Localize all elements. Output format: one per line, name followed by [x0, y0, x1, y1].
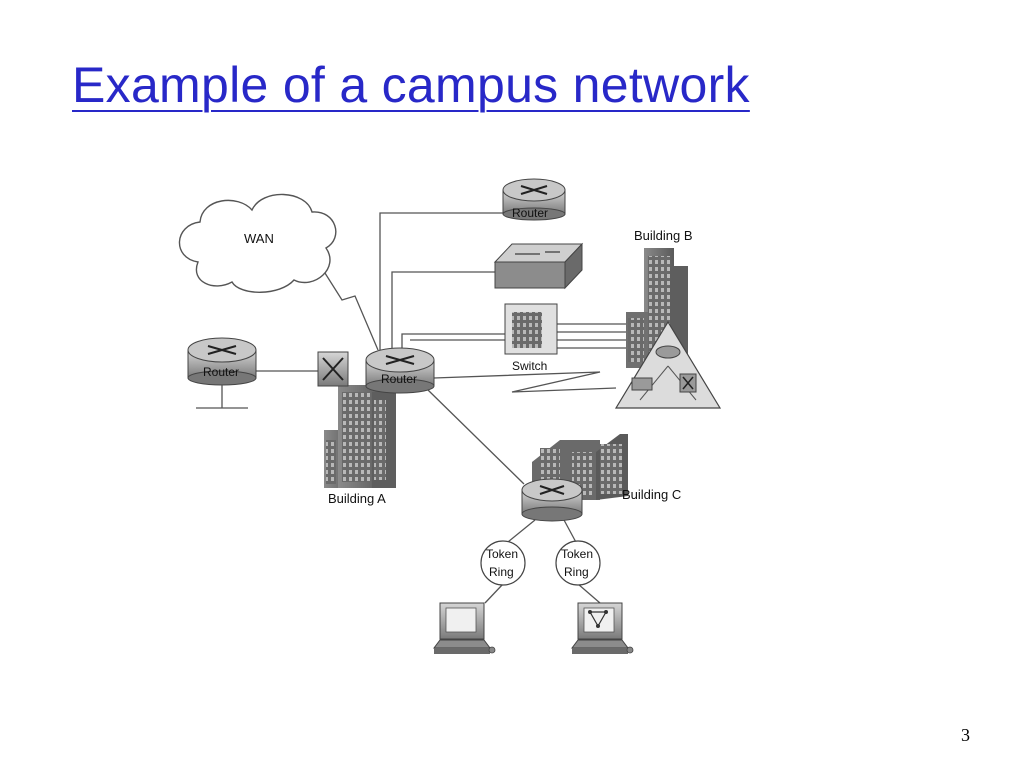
workstation-right: [571, 602, 634, 654]
building-c-label: Building C: [622, 487, 681, 502]
building-c: Building C: [521, 434, 681, 522]
token-ring-right-label-1: Token: [561, 547, 593, 561]
router-center: Router: [365, 347, 435, 394]
slide-title: Example of a campus network: [72, 57, 750, 113]
wan-cloud-shape: [178, 193, 337, 293]
switch-x-glyph: [322, 357, 344, 381]
router-left-label: Router: [203, 365, 239, 379]
building-a-windows-side: [374, 400, 386, 480]
switch-label: Switch: [512, 359, 547, 373]
token-ring-right: Token Ring: [555, 540, 601, 586]
router-top-label: Router: [512, 206, 548, 220]
switch-ports: [512, 312, 542, 348]
token-ring-right-label-2: Ring: [564, 565, 589, 579]
building-a-windows-low: [326, 440, 336, 484]
token-ring-left: Token Ring: [480, 540, 526, 586]
wan-label: WAN: [244, 231, 274, 246]
switch-device: Switch: [504, 303, 558, 373]
workgroup-switch: [493, 242, 584, 290]
link-router-center-to-router-c: [427, 389, 525, 485]
building-b: Building B: [614, 228, 722, 409]
router-left: Router: [187, 337, 257, 409]
token-ring-left-label-2: Ring: [489, 565, 514, 579]
link-router-center-to-switch-top: [391, 271, 495, 356]
workstation-left: [433, 602, 496, 654]
router-center-label: Router: [381, 372, 417, 386]
building-a-windows: [342, 392, 370, 482]
router-top: Router: [502, 178, 566, 221]
building-a: Building A: [317, 351, 396, 506]
building-b-label: Building B: [634, 228, 693, 243]
page-number: 3: [961, 725, 970, 745]
link-router-center-to-router-top: [379, 212, 505, 358]
building-a-label: Building A: [328, 491, 386, 506]
link-router-center-to-building-b: [433, 371, 617, 393]
wan-cloud: WAN: [178, 193, 337, 293]
link-token-ring-right-to-pc: [577, 583, 601, 604]
link-token-ring-left-to-pc: [484, 583, 504, 604]
token-ring-left-label-1: Token: [486, 547, 518, 561]
link-wan-to-router-center: [317, 261, 379, 351]
